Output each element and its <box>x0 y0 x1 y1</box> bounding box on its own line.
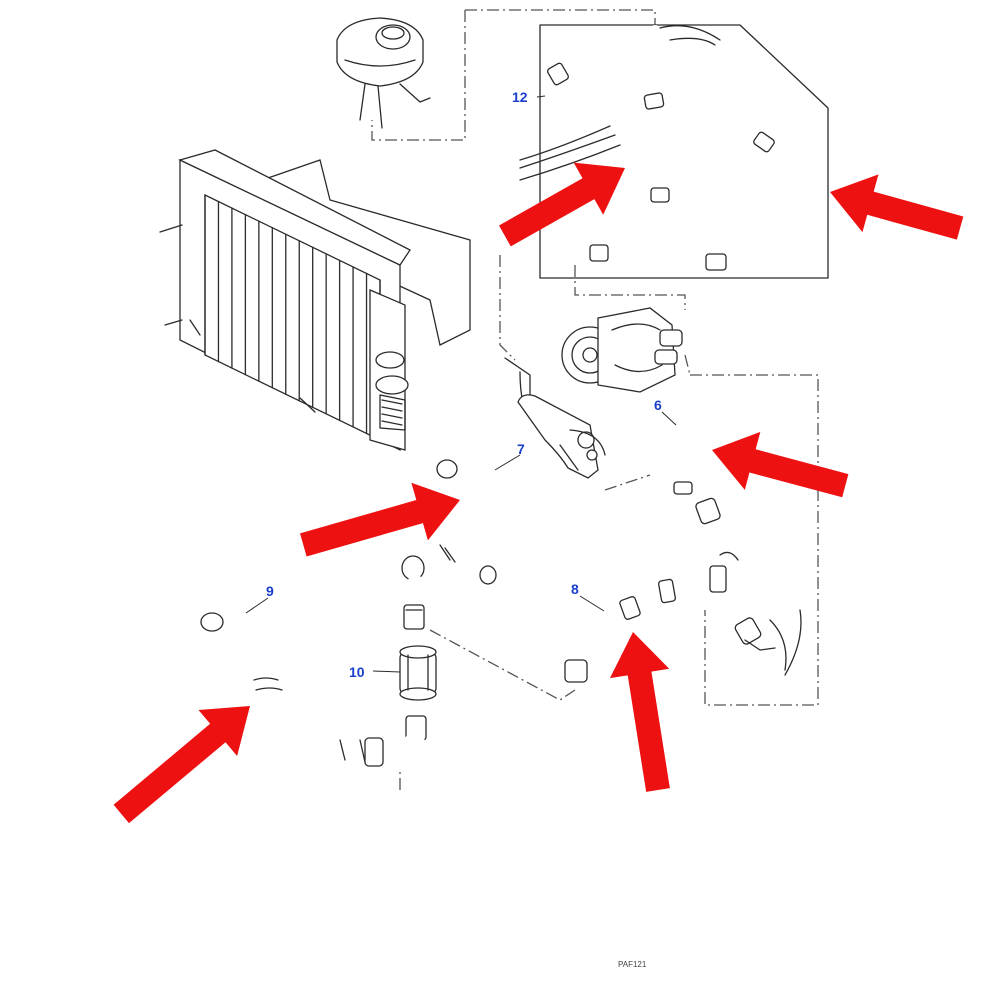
callout-6: 6 <box>654 397 662 413</box>
callout-10: 10 <box>349 664 365 680</box>
drawing-code: PAF121 <box>618 960 647 969</box>
hose-9 <box>200 609 425 767</box>
coolant-pipe <box>479 485 695 585</box>
highlight-arrow-hose-8 <box>609 632 670 792</box>
junction-connector <box>403 573 425 630</box>
upper-hose-group-box <box>539 24 829 279</box>
hose-6 <box>673 403 740 525</box>
expansion-tank <box>336 17 431 129</box>
highlight-arrow-hose-9 <box>113 706 250 824</box>
hose-7 <box>401 455 510 581</box>
callout-12: 12 <box>512 89 528 105</box>
highlight-arrow-hose-6 <box>712 431 849 498</box>
water-pump <box>561 307 683 393</box>
dash-dot-guides <box>371 9 819 790</box>
radiator <box>159 149 471 452</box>
hose-8 <box>564 551 803 683</box>
callout-7: 7 <box>517 441 525 457</box>
item-10-canister <box>399 645 437 741</box>
callout-leaders <box>245 95 677 673</box>
upper-hoses-12 <box>519 25 815 271</box>
callout-9: 9 <box>266 583 274 599</box>
highlight-arrow-upper-right <box>830 174 964 240</box>
highlight-arrow-upper-left <box>498 162 625 247</box>
callout-8: 8 <box>571 581 579 597</box>
coolant-pipe-bracket <box>504 357 606 479</box>
highlight-arrow-hose-7 <box>300 482 460 557</box>
